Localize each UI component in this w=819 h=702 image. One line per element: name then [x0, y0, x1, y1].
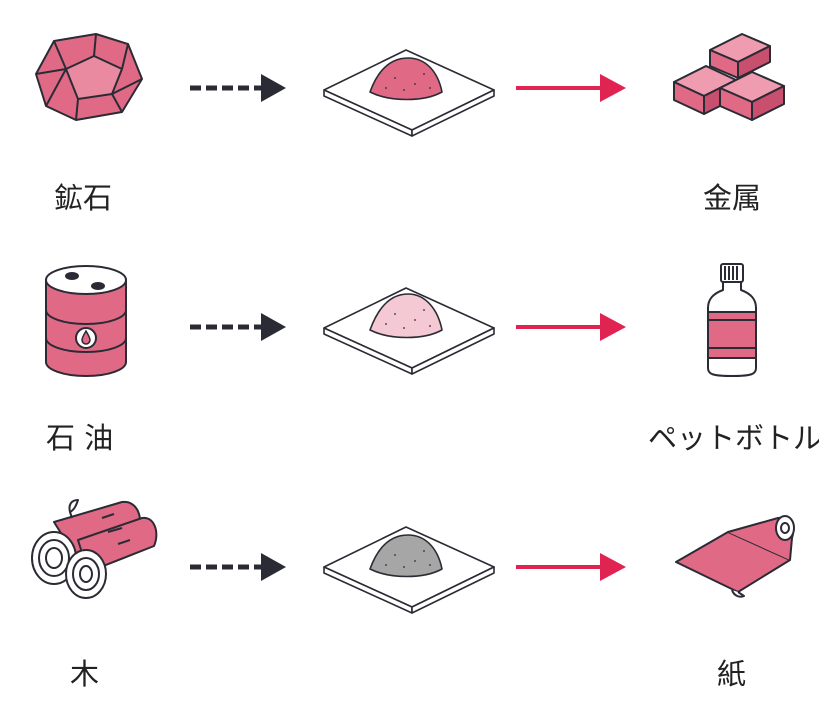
source-label-wood: 木 — [70, 657, 100, 691]
ore-crystal-icon — [35, 33, 143, 121]
metal-ingots-icon — [673, 33, 785, 121]
source-label-ore: 鉱石 — [54, 181, 113, 215]
product-label-paper: 紙 — [717, 657, 747, 691]
source-label-oil: 石 油 — [46, 421, 114, 455]
product-label-pet-bottle: ペットボトル — [648, 421, 819, 455]
paper-roll-icon — [675, 515, 795, 598]
gray-powder-plate-icon — [323, 526, 495, 614]
pink-powder-plate-icon — [323, 49, 495, 137]
product-label-metal: 金属 — [703, 181, 762, 215]
wood-logs-icon — [31, 499, 158, 599]
plastic-bottle-icon — [707, 263, 757, 377]
red-arrow-1 — [516, 74, 626, 102]
light-pink-powder-plate-icon — [323, 287, 495, 375]
oil-drum-icon — [45, 265, 127, 377]
dashed-arrow-1 — [190, 74, 286, 102]
red-arrow-2 — [516, 313, 626, 341]
red-arrow-3 — [516, 553, 626, 581]
dashed-arrow-3 — [190, 553, 286, 581]
dashed-arrow-2 — [190, 313, 286, 341]
